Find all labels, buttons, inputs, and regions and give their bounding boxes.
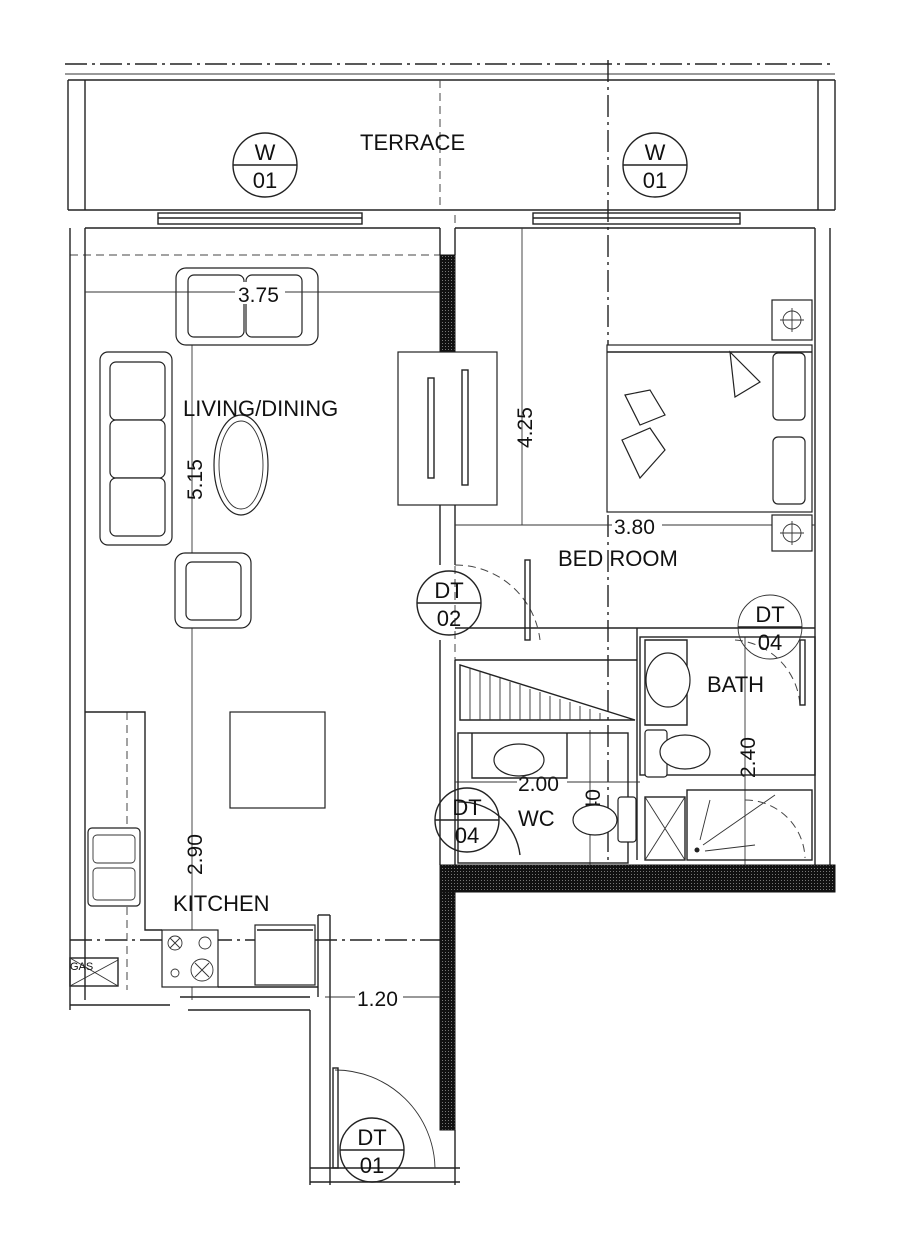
svg-text:01: 01 — [253, 168, 277, 193]
tag-window-2: W 01 — [622, 132, 688, 198]
furniture-bedroom — [454, 299, 813, 641]
dining-table — [229, 711, 326, 809]
tag-door-dt04-wc: DT 04 — [434, 787, 500, 853]
entrance-door-swing — [334, 1069, 436, 1169]
stair-hatch — [459, 664, 636, 721]
dim-bedroom-length: 4.25 — [514, 407, 537, 448]
room-label-living-dining: LIVING/DINING — [183, 396, 338, 421]
dim-living-width: 3.75 — [238, 284, 279, 307]
svg-text:02: 02 — [437, 606, 461, 631]
dim-wc-width: 2.00 — [518, 773, 559, 796]
room-label-bedroom: BED ROOM — [558, 546, 678, 571]
coffee-table — [213, 414, 269, 516]
oven — [254, 924, 316, 986]
room-label-kitchen: KITCHEN — [173, 891, 270, 916]
room-label-wc: WC — [518, 806, 555, 831]
dim-corridor-width: 1.20 — [357, 988, 398, 1011]
dimension-lines — [85, 228, 815, 1000]
dim-bedroom-width: 3.80 — [614, 516, 655, 539]
tv-unit — [397, 351, 498, 506]
svg-text:04: 04 — [758, 630, 782, 655]
dim-bath-length: 2.40 — [737, 737, 760, 778]
tag-door-dt01: DT 01 — [339, 1117, 405, 1183]
door-swing — [454, 564, 541, 641]
gas-label: GAS — [70, 961, 93, 973]
wc-sink — [493, 743, 545, 777]
wc-toilet — [572, 804, 618, 836]
svg-text:DT: DT — [357, 1125, 386, 1150]
svg-text:DT: DT — [755, 602, 784, 627]
furniture-living — [99, 267, 498, 809]
bath-toilet — [659, 734, 711, 770]
room-label-bath: BATH — [707, 672, 764, 697]
svg-text:DT: DT — [434, 578, 463, 603]
svg-text:DT: DT — [452, 795, 481, 820]
shower — [686, 789, 813, 861]
wc-fixtures — [457, 732, 637, 864]
svg-text:04: 04 — [455, 823, 479, 848]
svg-text:W: W — [645, 140, 666, 165]
terrace: TERRACE — [67, 79, 836, 211]
dim-living-length: 5.15 — [184, 459, 207, 500]
kitchen-fixtures: GAS — [69, 711, 436, 1169]
kitchen-sink — [87, 827, 141, 907]
walls — [69, 227, 836, 1185]
gas-box — [69, 957, 119, 987]
room-label-terrace: TERRACE — [360, 130, 465, 155]
svg-text:W: W — [255, 140, 276, 165]
svg-text:01: 01 — [643, 168, 667, 193]
svg-text:01: 01 — [360, 1153, 384, 1178]
tag-door-dt04-bath: DT 04 — [737, 594, 803, 660]
bath-fixtures — [639, 636, 816, 861]
dim-kitchen-length: 2.90 — [184, 834, 207, 875]
tag-window-1: W 01 — [232, 132, 298, 198]
tag-door-dt02: DT 02 — [416, 570, 482, 636]
windows — [157, 212, 741, 225]
bath-sink — [645, 652, 691, 708]
